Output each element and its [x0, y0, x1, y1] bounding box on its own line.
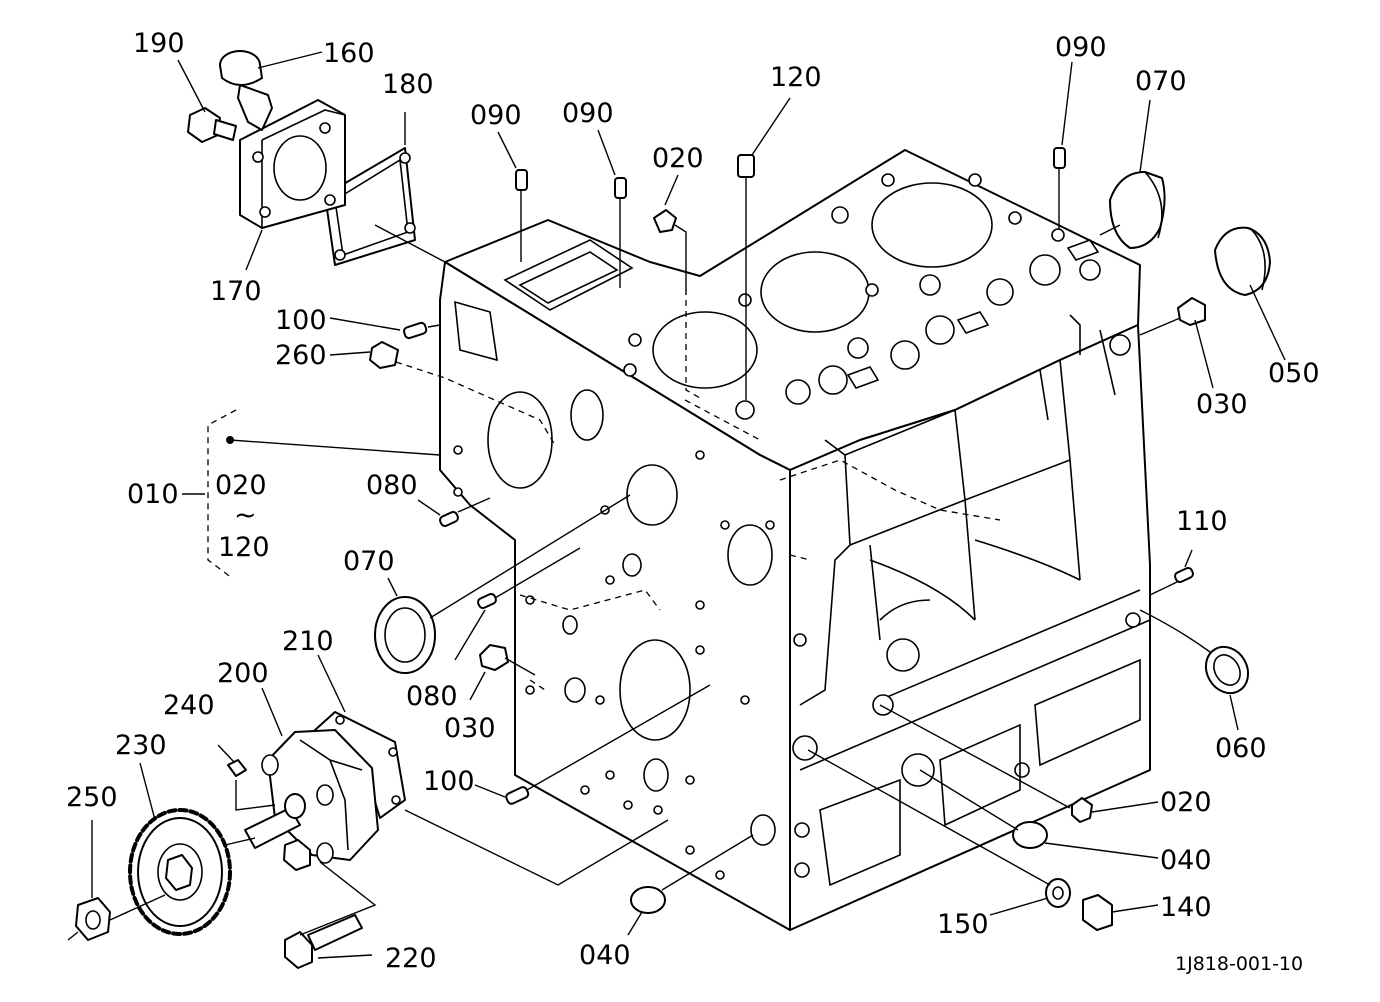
bolt-190	[187, 107, 237, 143]
label-200: 200	[217, 658, 269, 689]
bolt-220	[284, 931, 313, 969]
label-220: 220	[385, 943, 437, 974]
label-080-upper: 080	[366, 470, 418, 501]
label-230: 230	[115, 730, 167, 761]
label-090-b: 090	[562, 98, 614, 129]
nut-250	[75, 897, 111, 941]
assembly-bracket	[182, 409, 441, 579]
label-180: 180	[382, 69, 434, 100]
label-170: 170	[210, 276, 262, 307]
label-040-right: 040	[1160, 845, 1212, 876]
label-190: 190	[133, 28, 185, 59]
label-050: 050	[1268, 358, 1320, 389]
small-parts	[329, 147, 1286, 936]
label-120: 120	[770, 62, 822, 93]
label-020-lower: 020	[1160, 787, 1212, 818]
label-020-top: 020	[652, 143, 704, 174]
label-010: 010	[127, 479, 179, 510]
assembly-range-from: 020	[215, 470, 267, 501]
part-labels: 190 160 180 170 090 090 120 020 090 070 …	[66, 28, 1320, 975]
label-070-seal: 070	[343, 546, 395, 577]
label-090-c: 090	[1055, 32, 1107, 63]
label-140: 140	[1160, 892, 1212, 923]
label-060: 060	[1215, 733, 1267, 764]
label-030-lower: 030	[444, 713, 496, 744]
label-160: 160	[323, 38, 375, 69]
drawing-code: 1J818-001-10	[1175, 953, 1303, 975]
assembly-range-to: 120	[218, 532, 270, 563]
gear-230	[128, 808, 232, 936]
label-100-upper: 100	[275, 305, 327, 336]
assembly-range-tilde: ~	[234, 500, 257, 531]
label-090-a: 090	[470, 100, 522, 131]
label-100-lower: 100	[423, 766, 475, 797]
label-240: 240	[163, 690, 215, 721]
crankcase-block	[439, 149, 1151, 931]
label-040-left: 040	[579, 940, 631, 971]
label-260: 260	[275, 340, 327, 371]
label-210: 210	[282, 626, 334, 657]
label-080-lower: 080	[406, 681, 458, 712]
gasket-180	[324, 147, 416, 266]
label-150: 150	[937, 909, 989, 940]
label-030-right: 030	[1196, 389, 1248, 420]
label-070-top: 070	[1135, 66, 1187, 97]
plug-160	[219, 50, 273, 131]
front-cover-group	[187, 50, 446, 266]
oil-pump-group	[67, 654, 669, 969]
label-110: 110	[1176, 506, 1228, 537]
label-250: 250	[66, 782, 118, 813]
